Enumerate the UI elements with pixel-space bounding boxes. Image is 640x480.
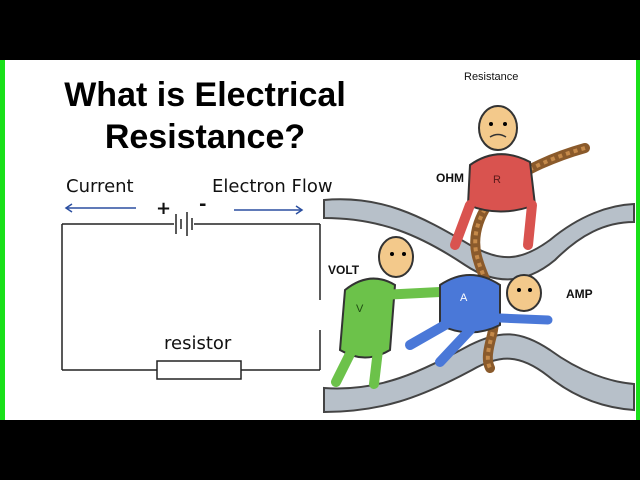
- ohm-badge: R: [493, 174, 501, 186]
- electron-arrow-head: [295, 205, 304, 215]
- current-arrow-head: [64, 203, 73, 213]
- resistor-symbol: [156, 360, 242, 380]
- amp-leg-right: [435, 325, 475, 367]
- amp-head: [506, 274, 542, 312]
- volt-leg-right: [369, 345, 383, 389]
- volt-badge: V: [356, 303, 364, 315]
- volt-label: VOLT: [328, 263, 360, 277]
- resistance-cartoon: [323, 105, 635, 414]
- ohm-leg-left: [450, 200, 475, 250]
- page-title: What is Electrical Resistance?: [20, 74, 390, 158]
- electron-flow-label: Electron Flow: [212, 176, 333, 197]
- ohm-leg-right: [523, 200, 537, 250]
- plus-sign: +: [156, 198, 172, 219]
- title-line-2: Resistance?: [104, 118, 306, 156]
- pipe-top: [323, 198, 635, 281]
- amp-label: AMP: [566, 287, 593, 301]
- current-label: Current: [66, 176, 134, 197]
- volt-leg-left: [331, 345, 357, 387]
- circuit-diagram: [61, 212, 321, 380]
- resistor-label: resistor: [164, 333, 232, 354]
- amp-arm: [495, 313, 553, 325]
- volt-head: [378, 236, 414, 278]
- minus-sign: -: [199, 194, 207, 215]
- cartoon-heading: Resistance: [464, 71, 518, 83]
- flow-arrows: [64, 203, 304, 215]
- pipe-bottom: [323, 333, 635, 414]
- ohm-head: [478, 105, 518, 151]
- ohm-label: OHM: [436, 171, 464, 185]
- volt-arm: [375, 287, 445, 300]
- title-line-1: What is Electrical: [64, 76, 346, 114]
- amp-badge: A: [460, 292, 468, 304]
- ohm-body: [466, 153, 537, 213]
- right-green-border: [636, 60, 640, 420]
- amp-leg-left: [405, 320, 450, 350]
- left-green-border: [0, 60, 5, 420]
- amp-body: [439, 274, 501, 334]
